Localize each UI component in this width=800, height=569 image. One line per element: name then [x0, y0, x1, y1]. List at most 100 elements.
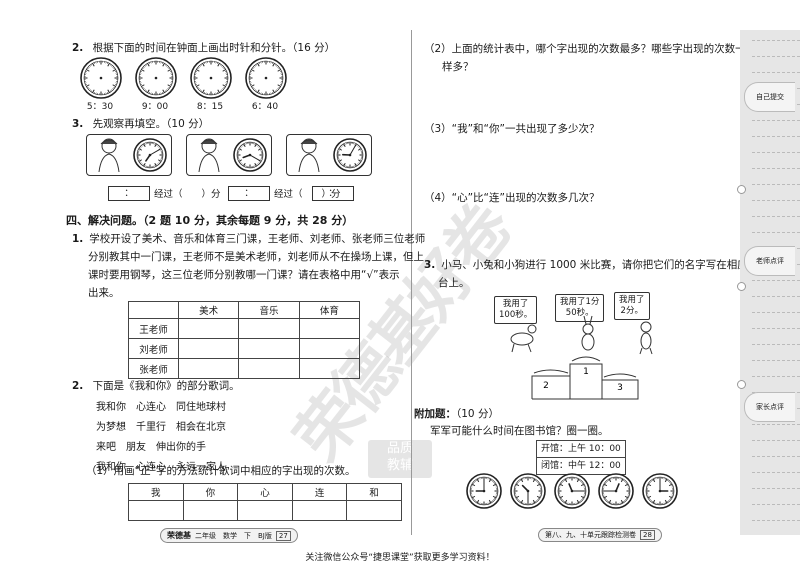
elapsed-label-2: 经过（ ）分 [274, 189, 341, 200]
sub-question-3: （3）“我”和“你”一共出现了多少次？ [424, 123, 600, 135]
bottom-note: 关注微信公众号“捷思课堂”获取更多学习资料！ [305, 553, 495, 563]
bubble-rabbit: 我用了1分 50秒。 [555, 294, 605, 322]
note-line [752, 376, 800, 377]
note-line [752, 40, 800, 41]
answer-cell[interactable] [177, 358, 240, 379]
page-divider [411, 30, 412, 535]
time-box-1[interactable]: ： [108, 186, 150, 201]
clock-face-icon[interactable] [598, 473, 634, 509]
count-cell[interactable] [128, 500, 184, 521]
clock-item: 8：15 [190, 57, 232, 112]
count-header-lian: 连 [291, 483, 348, 501]
clock-face-icon[interactable] [233, 138, 267, 172]
count-header-he: 和 [346, 483, 402, 501]
scene-frame [186, 134, 272, 176]
note-line [752, 216, 800, 217]
clock-face-icon[interactable] [190, 57, 232, 99]
clock-time-label: 5：30 [86, 102, 114, 112]
sub-question-4: （4）“心”比“连”出现的次数多几次？ [424, 192, 600, 204]
clock-row: 5：30 9：00 8：15 6：40 [80, 57, 287, 112]
count-header-ni: 你 [182, 483, 239, 501]
note-line [752, 136, 800, 137]
teacher-subject-table: 美术 音乐 体育 王老师 刘老师 张老师 [128, 301, 361, 379]
row-header-wang: 王老师 [128, 318, 179, 339]
watermark-seal: 品质 教辅 [368, 440, 432, 478]
rabbit-icon [581, 315, 595, 351]
problem-line-1: 学校开设了美术、音乐和体育三门课，王老师、刘老师、张老师三位老师 [89, 233, 426, 245]
clock-face-icon[interactable] [135, 57, 177, 99]
fill-row: ： 经过（ ）分 ： 经过（ ）分 ： [90, 186, 380, 202]
page-number: 27 [275, 530, 291, 541]
answer-cell[interactable] [298, 338, 361, 359]
clock-face-icon[interactable] [133, 138, 167, 172]
problem-line-2: 分别教其中一门课，王老师不是美术老师，刘老师从不在操场上课，但上 [88, 251, 424, 263]
problem-line-1: 小马、小兔和小狗进行 1000 米比赛，请你把它们的名字写在相应的领奖 [441, 259, 780, 271]
bubble-line: 50秒。 [565, 308, 594, 318]
count-cell[interactable] [182, 500, 239, 521]
seal-line-1: 品质 [386, 441, 413, 456]
count-table: 我 你 心 连 和 [128, 483, 402, 521]
sub-question-1: （1）用画“正”字的方法统计歌词中相应的字出现的次数。 [86, 465, 356, 477]
clock-face-icon[interactable] [510, 473, 546, 509]
answer-cell[interactable] [238, 358, 300, 379]
note-line [752, 456, 800, 457]
sidebar-tab-teacher[interactable]: 老师点评 [744, 246, 795, 276]
time-box-3[interactable]: ： [312, 186, 354, 201]
note-line [752, 280, 800, 281]
bonus-title: 附加题： [414, 408, 456, 420]
answer-cell[interactable] [298, 318, 361, 339]
bubble-line: 我用了 [619, 295, 645, 305]
binding-hole [737, 185, 746, 194]
note-line [752, 440, 800, 441]
lyric-line-4: 我和你 心连心 永远一家人 [96, 462, 226, 473]
sidebar-tab-self[interactable]: 自己提交 [744, 82, 795, 112]
answer-cell[interactable] [177, 318, 240, 339]
problem-line-2: 台上。 [438, 277, 470, 289]
col-header-music: 音乐 [238, 301, 300, 319]
question-3: 3. 先观察再填空。（10 分） [72, 116, 209, 132]
count-header-wo: 我 [128, 483, 184, 501]
horse-icon [510, 324, 537, 353]
scene-row [86, 134, 376, 180]
problem-number: 1. [72, 233, 84, 245]
child-figure-icon [298, 138, 320, 173]
podium-rank-2: 2 [543, 381, 549, 391]
problem-line-3: 课时要用钢琴，这三位老师分别教哪一门课？请在表格中用“√”表示 [88, 269, 400, 281]
question-2: 2. 根据下面的时间在钟面上画出时针和分针。（16 分） [72, 40, 335, 56]
podium: 1 2 3 [531, 356, 639, 400]
clock-item: 9：00 [135, 57, 177, 112]
child-figure-icon [198, 138, 220, 173]
sidebar-tab-label: 老师点评 [756, 257, 784, 265]
bonus-heading: 附加题：（10 分） [414, 406, 499, 422]
time-box-2[interactable]: ： [228, 186, 270, 201]
answer-cell[interactable] [177, 338, 240, 359]
sub2-line-2: 样多？ [442, 61, 474, 73]
bubble-line: 我用了1分 [560, 297, 600, 307]
clock-face-icon[interactable] [466, 473, 502, 509]
count-cell[interactable] [237, 500, 293, 521]
answer-cell[interactable] [298, 358, 361, 379]
lyric-line-3: 来吧 朋友 伸出你的手 [96, 442, 206, 453]
sidebar-tab-parent[interactable]: 家长点评 [744, 392, 795, 422]
clock-time-label: 6：40 [251, 102, 279, 112]
count-cell[interactable] [291, 500, 348, 521]
note-line [752, 232, 800, 233]
clock-face-icon[interactable] [80, 57, 122, 99]
count-cell[interactable] [346, 500, 402, 521]
note-line [752, 344, 800, 345]
clock-face-icon[interactable] [333, 138, 367, 172]
note-line [752, 472, 800, 473]
bonus-score: （10 分） [456, 408, 499, 420]
clock-face-icon[interactable] [554, 473, 590, 509]
race-animals [510, 315, 653, 355]
answer-cell[interactable] [238, 338, 300, 359]
dog-icon [639, 321, 653, 355]
answer-cell[interactable] [238, 318, 300, 339]
notes-lines [752, 40, 800, 530]
podium-rank-1: 1 [583, 367, 589, 377]
clock-face-icon[interactable] [642, 473, 678, 509]
child-figure-icon [98, 138, 120, 173]
col-header-art: 美术 [177, 301, 240, 319]
clock-face-icon[interactable] [245, 57, 287, 99]
question-text: 根据下面的时间在钟面上画出时针和分针。（16 分） [92, 42, 336, 54]
